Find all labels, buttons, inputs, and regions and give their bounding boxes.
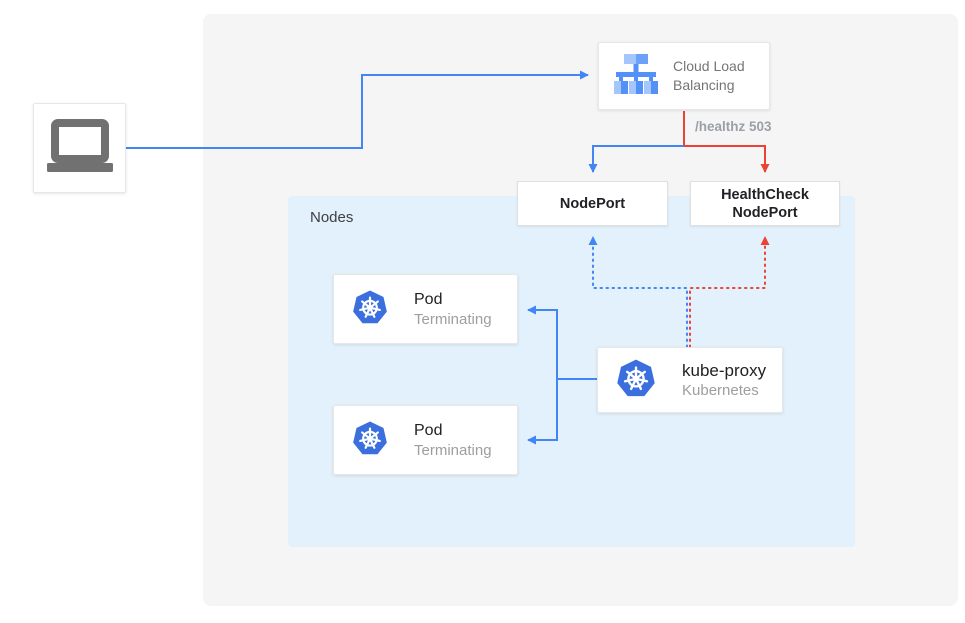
pod-title: Pod [414, 290, 443, 308]
healthz-status-label: /healthz 503 [695, 119, 772, 134]
cloud-load-balancing-node: Cloud Load Balancing [598, 42, 770, 110]
healthcheck-nodeport-label: HealthCheck NodePort [721, 186, 809, 221]
pod-node-1: Pod Terminating [333, 274, 518, 344]
pod-status: Terminating [414, 441, 492, 459]
kube-proxy-title: kube-proxy [682, 361, 767, 380]
kubernetes-icon [352, 289, 388, 330]
kubernetes-icon [616, 358, 656, 403]
kube-proxy-subtitle: Kubernetes [682, 382, 759, 399]
kubernetes-icon [352, 420, 388, 461]
cloud-load-balancing-label: Cloud Load Balancing [673, 58, 745, 93]
nodeport-node: NodePort [517, 181, 668, 226]
client-node [33, 103, 126, 193]
laptop-icon [41, 118, 119, 178]
pod-title: Pod [414, 421, 443, 439]
kube-proxy-node: kube-proxy Kubernetes [597, 347, 783, 413]
pod-node-2: Pod Terminating [333, 405, 518, 475]
healthcheck-nodeport-node: HealthCheck NodePort [690, 181, 840, 226]
nodeport-label: NodePort [559, 195, 626, 212]
nodes-label: Nodes [310, 209, 354, 226]
pod-status: Terminating [414, 310, 492, 328]
load-balancer-icon [613, 53, 659, 100]
